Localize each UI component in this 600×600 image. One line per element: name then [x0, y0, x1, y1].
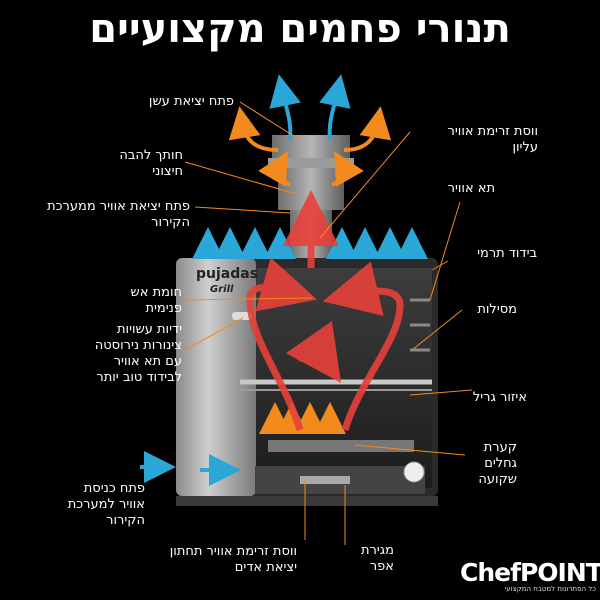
label-grill-zone: איזור גריל: [472, 390, 527, 405]
label-ash-drawer: מגירת אפר: [361, 543, 394, 574]
label-inner-fire-wall: חומת אש פנימית: [130, 285, 182, 316]
page-title: תנורי פחמים מקצועיים: [89, 6, 511, 52]
label-upper-air-regulator: ווסת זרימת אוויר עליון: [447, 124, 538, 155]
cooling-air-arrows: [140, 74, 428, 486]
label-stainless-handles: ידיות עשויות צינורות נירוסטה עם תא אוויר…: [94, 322, 182, 385]
label-lower-air-regulator: ווסת זרימת אוויר תחתון יציאת אדים: [169, 544, 297, 575]
leader-lines: [184, 101, 473, 545]
label-cooling-air-inlet: פתח כניסת אוויר למערכת הקירור: [67, 481, 145, 528]
logo-name: ChefPOINT: [460, 558, 600, 587]
label-thermal-insulation: בידוד תרמי: [477, 246, 537, 261]
label-external-flame-cutter: חותך להבה חיצוני: [119, 148, 183, 179]
smoke-arrows: [228, 106, 392, 434]
label-air-chamber: תא אוויר: [447, 181, 495, 196]
oven-brand-logo: pujadas Grill: [196, 266, 259, 295]
label-cooling-air-outlet: פתח יציאת אוויר ממערכת הקירור: [47, 199, 190, 230]
hot-air-flow: [246, 190, 404, 432]
label-rails: מסילות: [477, 302, 517, 317]
label-smoke-outlet: פתח יציאת עשן: [148, 94, 234, 109]
chefpoint-logo: ChefPOINT כל הפתרונות למטבח המקצועי: [460, 558, 600, 593]
label-coal-tray: קערת גחלים שקועה: [478, 440, 517, 487]
logo-tagline: כל הפתרונות למטבח המקצועי: [504, 585, 596, 593]
